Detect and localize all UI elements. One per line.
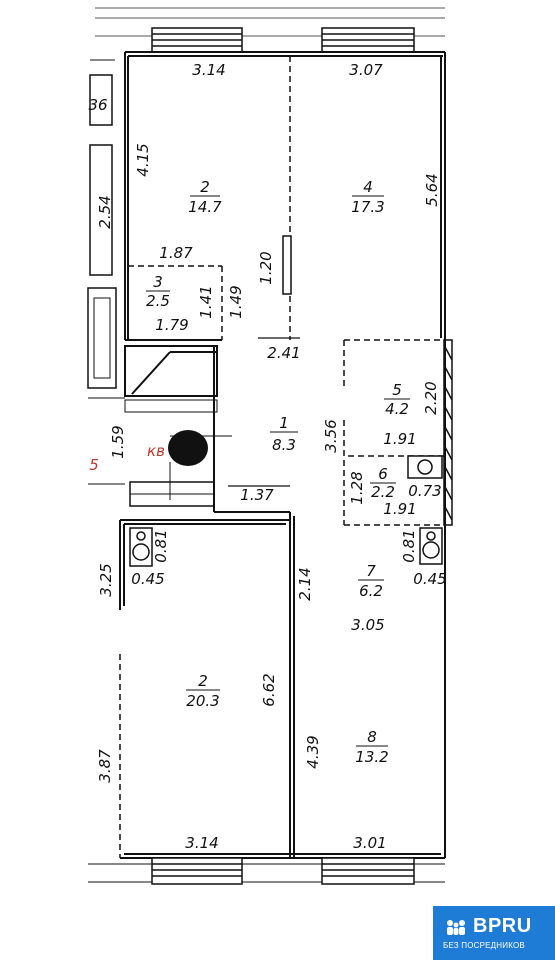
window-top-left [151, 27, 243, 53]
room-area: 14.7 [188, 198, 222, 216]
balcony-rail [443, 339, 453, 526]
room-number: 6 [378, 465, 388, 483]
window-bottom-left [151, 857, 243, 885]
room-number: 8 [367, 728, 377, 746]
dim-label: 1.59 [109, 425, 127, 458]
dim-label: 3.14 [185, 834, 218, 852]
room-area: 20.3 [186, 692, 219, 710]
dim-label: 1.20 [257, 251, 275, 284]
room-area: 17.3 [351, 198, 384, 216]
dim-label: 0.45 [413, 570, 446, 588]
room-area: 6.2 [359, 582, 383, 600]
dim-label: 1.37 [240, 486, 274, 504]
room-area: 8.3 [272, 436, 296, 454]
dimension-labels: 3.14 3.07 1.87 1.79 2.41 1.91 1.91 0.73 … [88, 61, 446, 852]
room-label: 7 6.2 [358, 562, 384, 600]
apartment-mark: кв [147, 442, 165, 460]
room-label: 6 2.2 [370, 465, 396, 501]
dim-label: 5.64 [423, 173, 441, 206]
dim-label: 0.73 [408, 482, 441, 500]
redacted-mark [168, 430, 208, 466]
dim-label: 0.81 [152, 529, 170, 562]
window-bottom-right [321, 857, 415, 885]
room-area: 4.2 [385, 400, 409, 418]
room-number: 2 [200, 178, 210, 196]
dim-label: 1.91 [383, 430, 416, 448]
dim-label: 1.41 [197, 285, 215, 318]
dim-label: 3.56 [322, 419, 340, 452]
room-number: 2 [198, 672, 208, 690]
dim-label: 3.05 [351, 616, 384, 634]
room-area: 2.2 [371, 483, 395, 501]
badge-tagline: БЕЗ ПОСРЕДНИКОВ [443, 941, 525, 950]
badge-logo: BPRU [473, 915, 532, 937]
room-label: 5 4.2 [384, 381, 410, 418]
edge-mark: 5 [89, 456, 99, 474]
room-label: 8 13.2 [355, 728, 388, 766]
room-number: 4 [363, 178, 373, 196]
dim-label: 6.62 [260, 673, 278, 706]
room-number: 7 [366, 562, 376, 580]
room-label: 3 2.5 [146, 273, 170, 310]
room-label: 2 14.7 [188, 178, 222, 216]
dim-label: 3.07 [349, 61, 383, 79]
radiator [282, 235, 292, 295]
room-labels: 2 14.7 4 17.3 3 2.5 5 4.2 1 8.3 6 2.2 [146, 178, 410, 766]
bpru-badge: BPRU БЕЗ ПОСРЕДНИКОВ [433, 906, 555, 960]
toilet-icon [407, 455, 443, 479]
people-icon [447, 920, 465, 935]
dim-label: 2.20 [422, 381, 440, 414]
dim-label: 0.81 [400, 529, 418, 562]
dim-label: 4.39 [304, 735, 322, 768]
dimension-ticks [228, 337, 300, 487]
dim-label: 1.49 [227, 285, 245, 318]
dim-label: 4.15 [134, 143, 152, 176]
dim-label: 2.41 [267, 344, 300, 362]
window-top-right [321, 27, 415, 53]
dim-label: 1.87 [159, 244, 193, 262]
room-label: 4 17.3 [351, 178, 384, 216]
sink-icon [129, 527, 153, 567]
dim-label: 1.79 [155, 316, 188, 334]
dim-label: 1.91 [383, 500, 416, 518]
room-number: 3 [153, 273, 163, 291]
room-area: 13.2 [355, 748, 388, 766]
dim-label: 1.28 [348, 471, 366, 504]
dim-label: 3.87 [96, 749, 114, 783]
dim-label: 0.45 [131, 570, 164, 588]
room-number: 1 [279, 414, 289, 432]
room-label: 2 20.3 [186, 672, 220, 710]
dim-label: 2.54 [96, 195, 114, 228]
dim-label: 3.14 [192, 61, 225, 79]
dim-label: 3.25 [97, 563, 115, 596]
washbasin-icon [419, 527, 443, 565]
vertical-dimension-labels: 4.15 5.64 2.54 1.20 1.41 1.49 2.20 3.56 … [96, 143, 441, 782]
room-number: 5 [392, 381, 402, 399]
dim-label: 36 [88, 96, 107, 114]
room-area: 2.5 [146, 292, 170, 310]
dim-label: 2.14 [296, 567, 314, 600]
room-label: 1 8.3 [270, 414, 298, 454]
dim-label: 3.01 [353, 834, 386, 852]
